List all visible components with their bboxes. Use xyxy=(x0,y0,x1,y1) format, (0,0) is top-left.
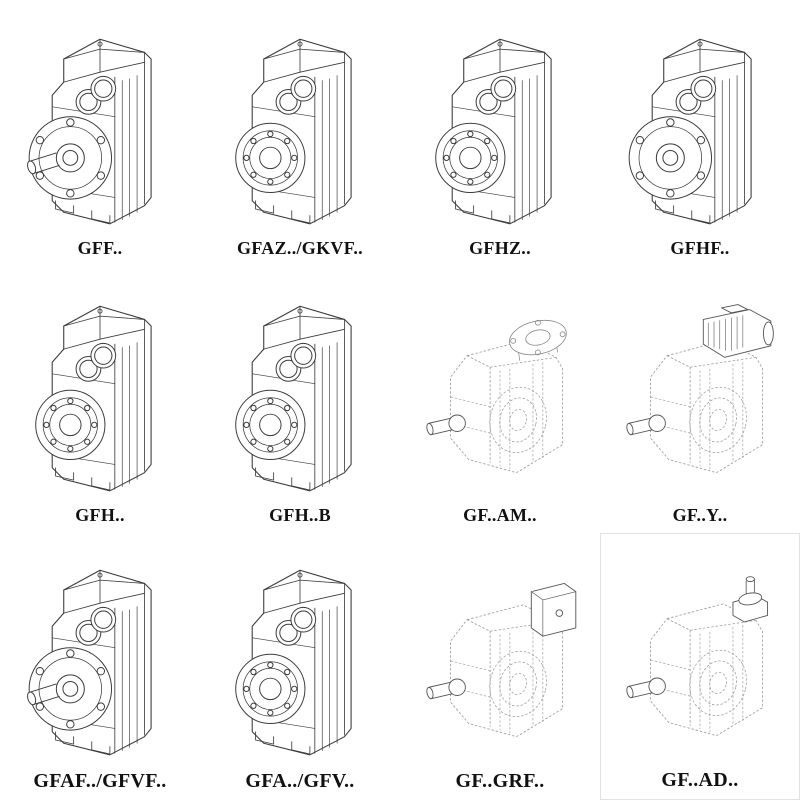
model-label: GF..GRF.. xyxy=(455,769,545,792)
model-label: GFA../GFV.. xyxy=(245,769,355,792)
catalog-item: GF..AM.. xyxy=(400,267,600,534)
gearbox-hollow-bore-drawing xyxy=(235,38,352,225)
catalog-item: GF..Y.. xyxy=(600,267,800,534)
gearbox-hollow-shaft-drawing xyxy=(235,305,352,491)
gearbox-dashed-cover-drawing xyxy=(425,582,577,738)
model-label: GFHF.. xyxy=(670,237,730,258)
gearbox-flange-shaft-drawing xyxy=(25,569,152,756)
model-label: GF..AD.. xyxy=(661,768,739,791)
catalog-item: GFA../GFV.. xyxy=(200,533,400,800)
gearbox-dashed-input-flange-drawing xyxy=(425,314,570,473)
model-label: GFAZ../GKVF.. xyxy=(237,237,363,258)
gearbox-hollow-shaft-drawing xyxy=(35,305,152,491)
catalog-item: GFH..B xyxy=(200,267,400,534)
gearbox-hollow-bore-drawing xyxy=(435,38,552,225)
catalog-item: GFF.. xyxy=(0,0,200,267)
model-label: GFF.. xyxy=(77,237,123,258)
model-label: GF..AM.. xyxy=(463,504,537,525)
catalog-item: GFAF../GFVF.. xyxy=(0,533,200,800)
gearbox-hollow-bore-drawing xyxy=(235,569,352,756)
gearbox-flange-shaft-drawing xyxy=(25,38,152,225)
catalog-item: GF..AD.. xyxy=(600,533,800,800)
model-label: GFAF../GFVF.. xyxy=(33,769,167,792)
catalog-item: GFH.. xyxy=(0,267,200,534)
model-label: GFH..B xyxy=(269,504,331,525)
model-label: GFHZ.. xyxy=(469,237,531,258)
gearbox-dashed-motor-drawing xyxy=(625,303,774,473)
model-label: GFH.. xyxy=(75,504,125,525)
catalog-item: GFAZ../GKVF.. xyxy=(200,0,400,267)
model-label: GF..Y.. xyxy=(672,504,728,525)
gearbox-dashed-shaft-adapter-drawing xyxy=(625,576,769,737)
catalog-item: GFHF.. xyxy=(600,0,800,267)
catalog-item: GF..GRF.. xyxy=(400,533,600,800)
catalog-item: GFHZ.. xyxy=(400,0,600,267)
gearbox-flange-hollow-drawing xyxy=(628,38,752,225)
